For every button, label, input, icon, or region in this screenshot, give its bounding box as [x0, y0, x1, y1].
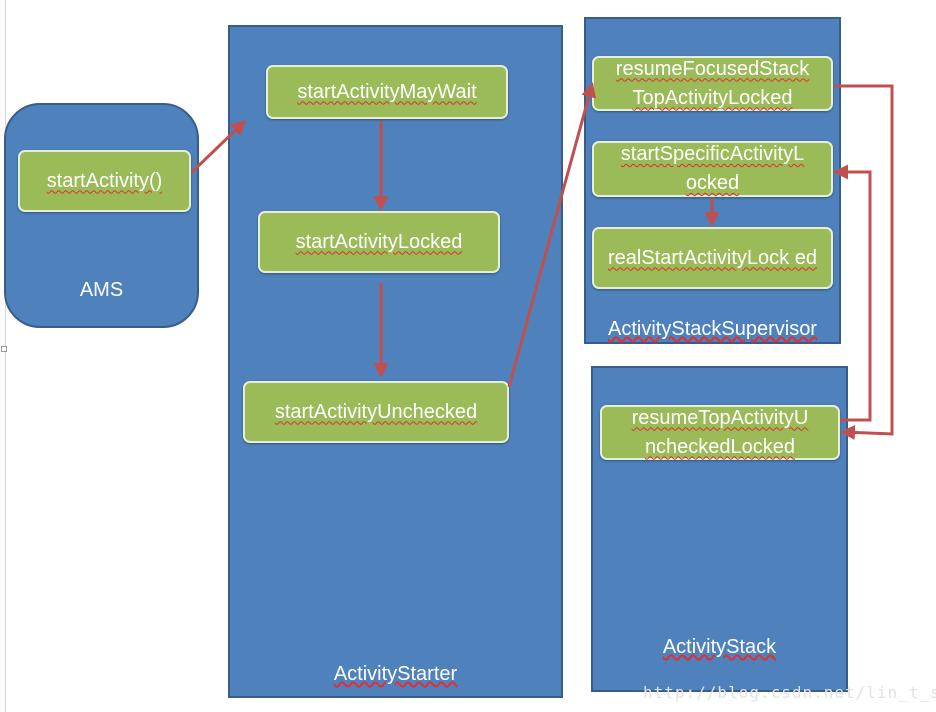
node-resume-focused-stack-top-activity-locked[interactable]: resumeFocusedStack TopActivityLocked: [592, 56, 833, 111]
activity-starter-container: ActivityStarter: [228, 25, 563, 698]
node-start-activity-unchecked-label: startActivityUnchecked: [274, 400, 478, 423]
node-resume-focused-stack-label: resumeFocusedStack TopActivityLocked: [615, 57, 810, 109]
node-start-specific-activity-label: startSpecificActivityL ocked: [620, 143, 805, 194]
node-start-activity-locked[interactable]: startActivityLocked: [258, 211, 500, 273]
ruler-marker: [1, 346, 7, 352]
left-ruler: [0, 0, 7, 712]
node-start-activity-unchecked[interactable]: startActivityUnchecked: [243, 381, 509, 443]
node-real-start-activity-label: realStartActivityLock ed: [608, 246, 817, 269]
node-start-specific-activity-locked[interactable]: startSpecificActivityL ocked: [592, 141, 833, 197]
node-start-activity-may-wait[interactable]: startActivityMayWait: [266, 65, 508, 119]
node-resume-top-activity-label: resumeTopActivityU ncheckedLocked: [631, 406, 809, 458]
watermark: http://blog.csdn.net/lin_t_s: [643, 683, 936, 702]
ams-container: AMS: [4, 103, 199, 328]
ams-label: AMS: [79, 279, 124, 301]
activity-starter-label: ActivityStarter: [333, 663, 458, 685]
node-start-activity-may-wait-label: startActivityMayWait: [297, 80, 477, 103]
node-real-start-activity-locked[interactable]: realStartActivityLock ed: [592, 227, 833, 289]
node-resume-top-activity-unchecked-locked[interactable]: resumeTopActivityU ncheckedLocked: [600, 405, 840, 460]
node-start-activity-label: startActivity(): [46, 169, 163, 192]
node-start-activity-locked-label: startActivityLocked: [295, 230, 463, 253]
activity-stack-label: ActivityStack: [662, 636, 777, 658]
node-start-activity[interactable]: startActivity(): [18, 150, 191, 212]
activity-stack-supervisor-label: ActivityStackSupervisor: [608, 318, 817, 340]
